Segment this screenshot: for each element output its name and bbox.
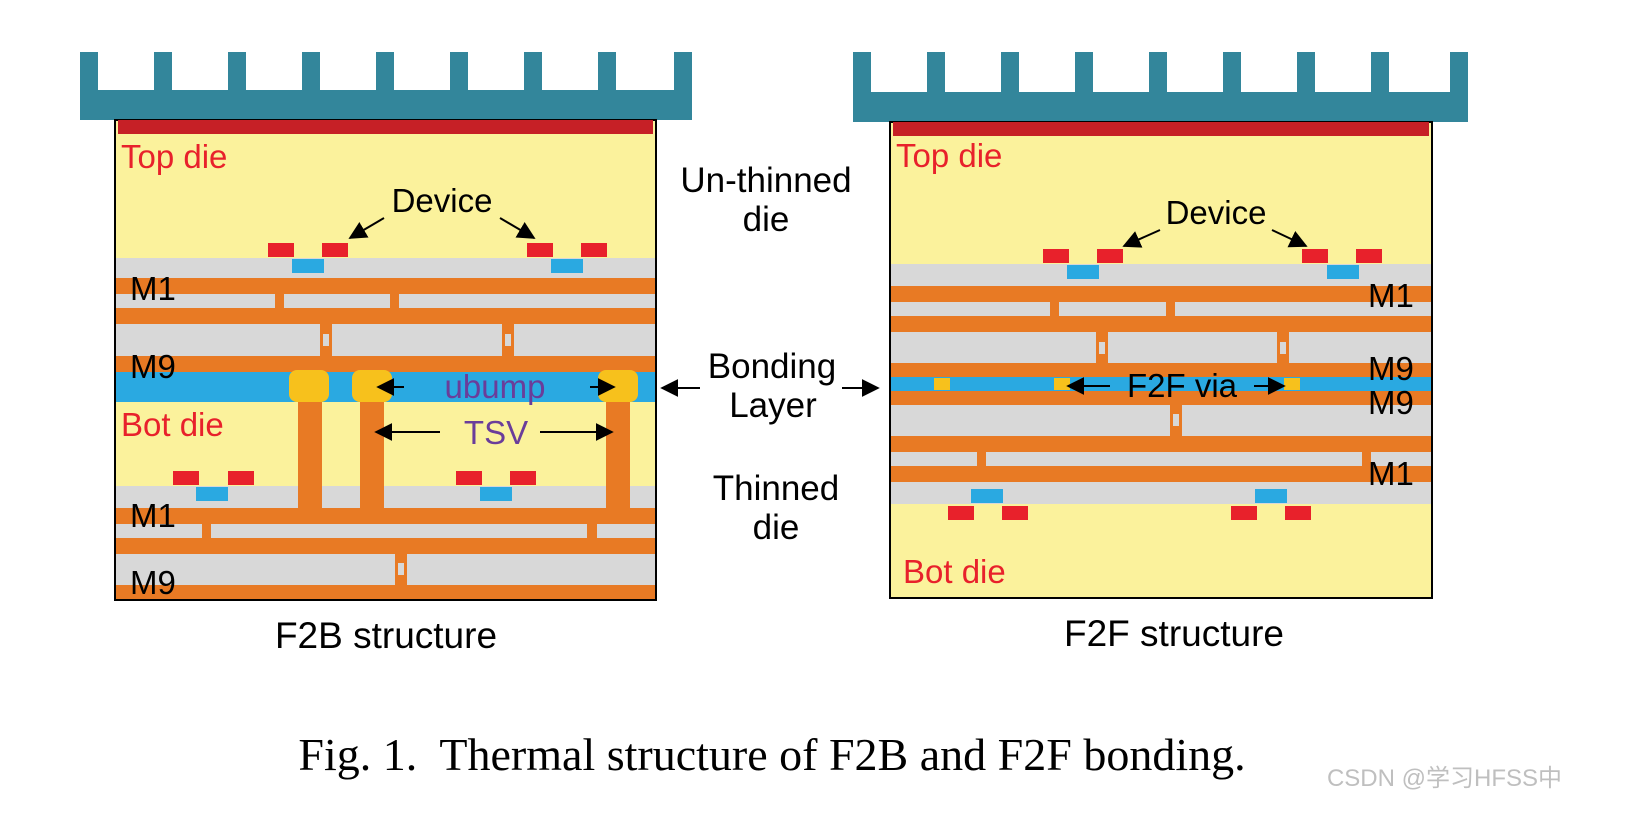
- f2f-device-arrow-right: [1271, 229, 1308, 248]
- f2f-top-metal-stack: [891, 264, 1431, 377]
- f2f-heat-sink: [853, 52, 1468, 122]
- f2f-bot-m1-label: M1: [1368, 455, 1414, 492]
- f2b-heat-spreader: [118, 120, 653, 134]
- f2f-bot-metal-stack: [891, 391, 1431, 504]
- f2b-top-die-label: Top die: [121, 138, 227, 175]
- thinned-label-line1: Thinned: [713, 469, 839, 508]
- f2b-tsv-columns: [298, 400, 630, 508]
- f2b-bot-die-label: Bot die: [121, 406, 224, 443]
- f2f-bot-m9-label: M9: [1368, 384, 1414, 421]
- f2b-bot-m9-label: M9: [130, 564, 176, 601]
- f2b-device-arrow-left: [348, 217, 385, 239]
- f2f-device-arrow-left: [1122, 229, 1161, 248]
- f2f-bot-die-label: Bot die: [903, 553, 1006, 590]
- middle-labels: Un-thinned die Bonding Layer Thinned die: [660, 161, 880, 547]
- bonding-label-line1: Bonding: [708, 347, 836, 386]
- f2f-top-die-label: Top die: [896, 137, 1002, 174]
- f2f-top-devices: [1043, 249, 1382, 263]
- bonding-label-line2: Layer: [729, 386, 817, 425]
- f2f-bonding-layer: [891, 377, 1431, 391]
- f2b-top-m9-label: M9: [130, 348, 176, 385]
- f2b-device-arrow-right: [499, 217, 536, 239]
- f2b-top-metal-stack: [116, 258, 655, 372]
- f2b-bot-devices: [173, 471, 536, 485]
- f2b-top-m1-label: M1: [130, 270, 176, 307]
- f2b-heat-sink: [80, 52, 692, 120]
- un-thinned-label-line2: die: [743, 200, 790, 239]
- f2b-bot-m1-label: M1: [130, 497, 176, 534]
- thinned-label-line2: die: [753, 508, 800, 547]
- f2b-ubump-label: ubump: [445, 368, 546, 405]
- un-thinned-label-line1: Un-thinned: [680, 161, 851, 200]
- f2b-bot-metal-stack: [116, 486, 655, 599]
- f2f-bot-devices: [948, 506, 1311, 520]
- f2b-device-label: Device: [392, 182, 493, 219]
- f2f-top-m9-label: M9: [1368, 350, 1414, 387]
- f2f-heat-spreader: [893, 122, 1429, 136]
- f2f-via-label: F2F via: [1127, 367, 1238, 404]
- figure-caption: Fig. 1. Thermal structure of F2B and F2F…: [298, 729, 1245, 780]
- f2f-device-label: Device: [1166, 194, 1267, 231]
- watermark: CSDN @学习HFSS中: [1327, 765, 1562, 792]
- f2f-structure-title: F2F structure: [1064, 613, 1284, 654]
- f2b-structure: Top die Device M1 M9 ubump Bot die TSV M…: [80, 52, 692, 656]
- f2b-tsv-label: TSV: [464, 414, 528, 451]
- f2f-top-m1-label: M1: [1368, 277, 1414, 314]
- f2b-structure-title: F2B structure: [275, 615, 497, 656]
- f2f-structure: Top die Device M1 M9 F2F via M9 M1 Bot d…: [853, 52, 1468, 654]
